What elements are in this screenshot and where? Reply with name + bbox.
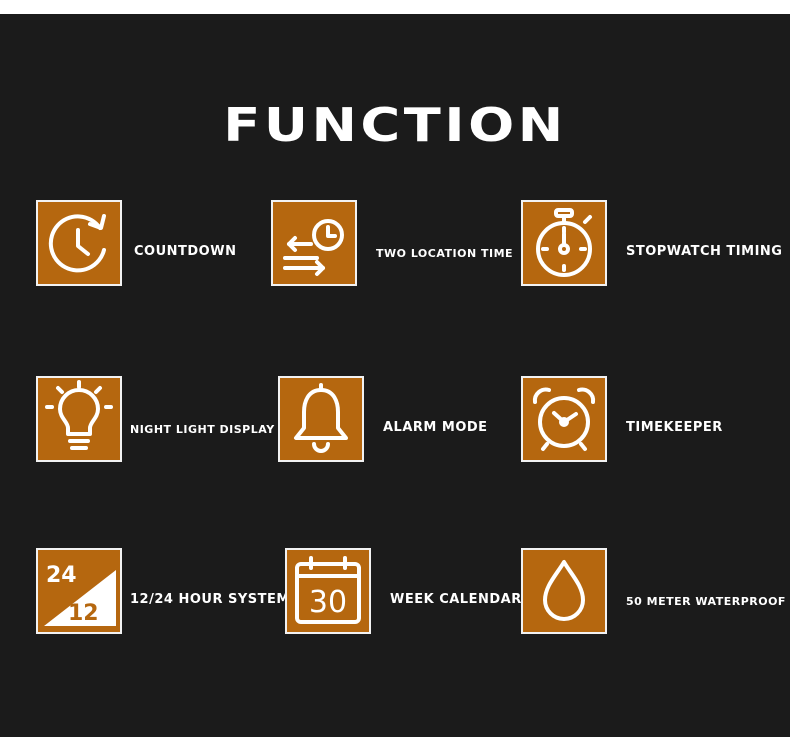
feature-tile-hour-system: 24 12 — [36, 548, 122, 634]
feature-tile-night-light — [36, 376, 122, 462]
calendar-day-text: 30 — [309, 585, 347, 620]
calendar-icon: 30 — [295, 556, 361, 624]
feature-label-two-location-time: TWO LOCATION TIME — [376, 247, 514, 260]
feature-label-alarm-mode: ALARM MODE — [383, 420, 488, 435]
water-drop-icon — [543, 560, 585, 621]
feature-label-stopwatch: STOPWATCH TIMING — [626, 244, 783, 259]
alarm-clock-icon — [532, 387, 596, 451]
feature-label-hour-system: 12/24 HOUR SYSTEM — [130, 592, 290, 607]
feature-label-waterproof: 50 METER WATERPROOF — [626, 595, 786, 608]
feature-tile-week-calendar: 30 — [285, 548, 371, 634]
feature-tile-alarm-mode — [278, 376, 364, 462]
bell-icon — [294, 383, 348, 453]
feature-tile-stopwatch — [521, 200, 607, 286]
feature-tile-timekeeper — [521, 376, 607, 462]
feature-label-night-light: NIGHT LIGHT DISPLAY — [130, 423, 275, 436]
stopwatch-icon — [536, 208, 592, 277]
feature-tile-waterproof — [521, 548, 607, 634]
countdown-icon — [48, 214, 106, 273]
feature-label-countdown: COUNTDOWN — [134, 244, 237, 259]
feature-panel: FUNCTION COUNTDOWN TWO LOCATION TIME — [0, 14, 790, 737]
feature-tile-countdown — [36, 200, 122, 286]
hour-system-icon: 24 12 — [44, 563, 116, 626]
feature-tile-two-location-time — [271, 200, 357, 286]
feature-label-timekeeper: TIMEKEEPER — [626, 420, 723, 435]
light-bulb-icon — [45, 380, 113, 450]
hour-system-12-text: 12 — [68, 601, 99, 626]
hour-system-24-text: 24 — [46, 563, 77, 588]
page-title: FUNCTION — [223, 98, 567, 152]
feature-label-week-calendar: WEEK CALENDAR — [390, 592, 522, 607]
two-location-time-icon — [283, 219, 344, 276]
